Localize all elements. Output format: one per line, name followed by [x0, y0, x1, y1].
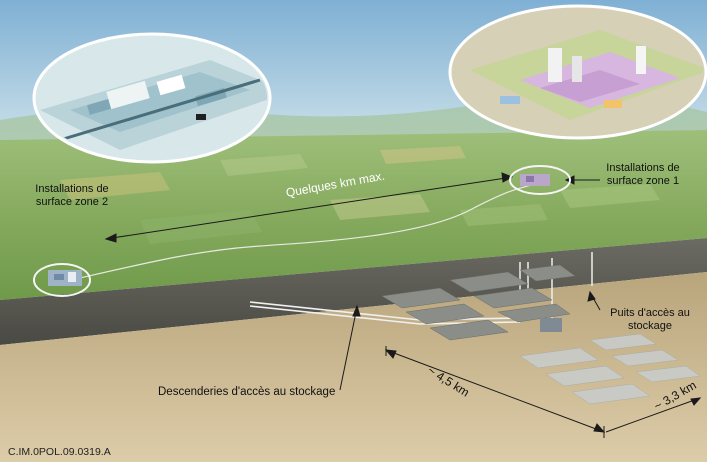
surface-road: [79, 181, 541, 279]
storage-grid-upper: [381, 264, 576, 341]
ramps-label: Descenderies d'accès au stockage: [158, 386, 336, 398]
cut-face: [0, 238, 707, 345]
reference-code: C.IM.0POL.09.0319.A: [8, 446, 111, 458]
shafts-label: Puits d'accès au stockage: [610, 307, 690, 332]
zone1-site: [520, 174, 550, 186]
storage-grid-lower: [519, 333, 701, 405]
zone2-zoom-bubble: [32, 32, 272, 164]
central-shaft-hub: [540, 318, 562, 332]
zone2-label: Installations de surface zone 2: [35, 183, 109, 208]
zone2-ring: [33, 263, 91, 297]
leader-lines: [339, 175, 601, 391]
distance-arrow: [104, 172, 514, 243]
zone2-site: [48, 270, 82, 286]
dimension-lines: [384, 346, 702, 438]
zone1-label: Installations de surface zone 1: [606, 162, 680, 187]
zone1-ring: [509, 165, 571, 195]
zone1-zoom-bubble: [448, 4, 707, 140]
